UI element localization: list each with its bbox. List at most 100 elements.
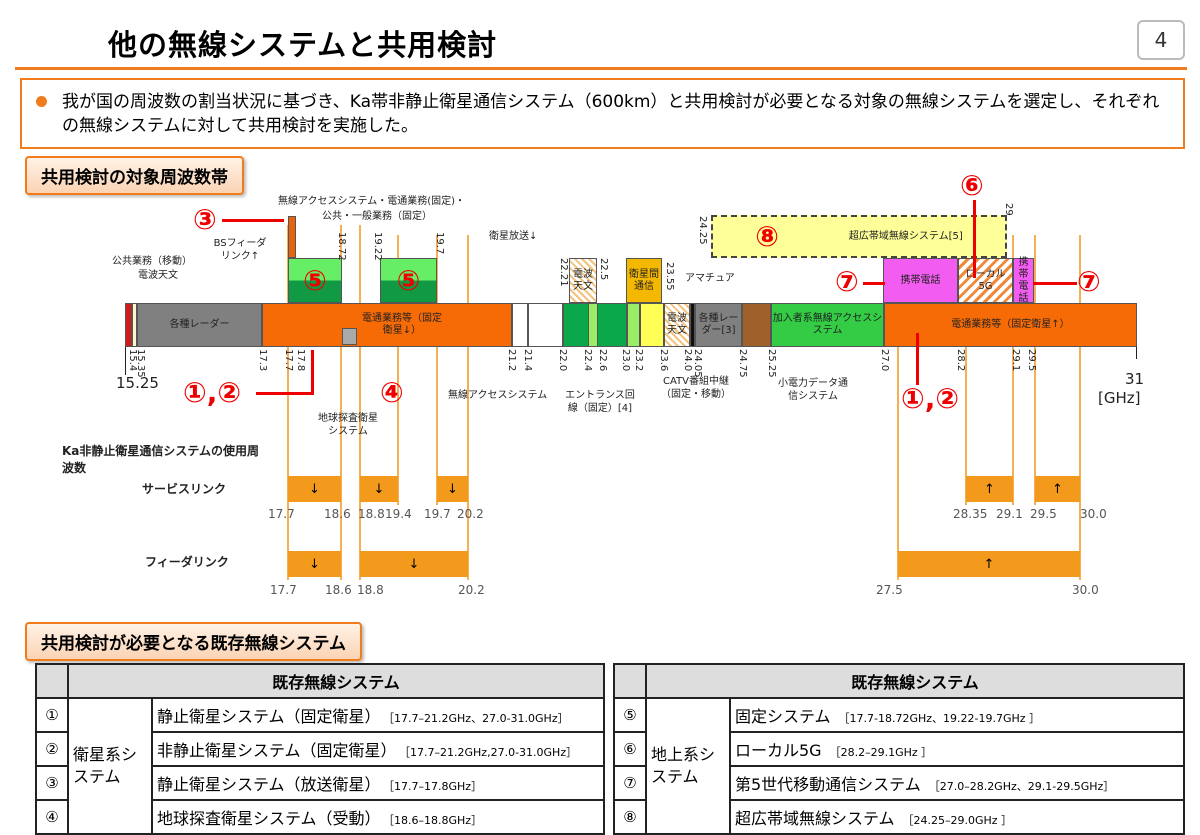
tick-label: 15.35 (135, 349, 146, 378)
marker-4: ④ (380, 376, 404, 409)
marker-3: ③ (193, 203, 217, 236)
tick-label: 23.6 (658, 349, 669, 372)
arrow-line (1033, 282, 1077, 285)
band-fixed-satellite-down: 電通業務等（固定衛星↓） (262, 303, 512, 347)
tick-label: 15.4 (127, 349, 138, 372)
marker-5: ⑤ (396, 263, 421, 297)
arrow-line (256, 392, 313, 395)
guide-line (467, 235, 469, 580)
system-cell: 固定システム［17.7-18.72GHz、19.22-19.7GHz ］ (729, 697, 1185, 733)
system-cell: 静止衛星システム（固定衛星） ［17.7–21.2GHz、27.0-31.0GHz… (151, 697, 605, 733)
marker-8: ⑧ (755, 219, 779, 253)
bullet-icon (36, 96, 47, 107)
tick-label: 24.25 (697, 216, 708, 245)
freq-label: 20.2 (458, 583, 485, 597)
summary-box: 我が国の周波数の割当状況に基づき、Ka帯非静止衛星通信システム（600km）と共… (20, 78, 1185, 149)
system-cell: 地球探査衛星システム（受動）［18.6–18.8GHz］ (151, 799, 605, 835)
band-wireless-access (512, 303, 528, 347)
band-public-mobile (125, 303, 132, 347)
marker-1-2: ①,② (901, 382, 960, 415)
freq-label: 18.8 (357, 583, 384, 597)
tick-label: 27.0 (879, 349, 890, 372)
marker-6: ⑥ (960, 169, 984, 202)
service-link-band: ↑ (966, 476, 1013, 502)
feeder-link-band: ↑ (898, 551, 1080, 577)
guide-line (1012, 235, 1014, 505)
feeder-link-band: ↓ (288, 551, 341, 577)
band-radar: 各種レーダー (137, 303, 262, 347)
group-label: 衛星系システム (67, 697, 153, 835)
guide-line (897, 235, 899, 580)
freq-label: 19.4 (385, 507, 412, 521)
freq-label: 29.5 (1030, 507, 1057, 521)
band-label: 電通業務等（固定衛星↓） (362, 313, 442, 336)
freq-label: 18.6 (324, 507, 351, 521)
band-fixed-1: ⑤ (288, 258, 342, 303)
system-name: 超広帯域無線システム (735, 809, 895, 828)
tick-label: 22.4 (582, 349, 593, 372)
ka-system-title: Ka非静止衛星通信システムの使用周波数 (62, 444, 260, 475)
tick-label: 29.1 (1010, 349, 1021, 372)
system-name: 静止衛星システム（固定衛星） (157, 707, 381, 726)
tick-label: 28.2 (955, 349, 966, 372)
system-range: ［17.7-18.72GHz、19.22-19.7GHz ］ (838, 712, 1041, 725)
table-row: ② 非静止衛星システム（固定衛星）［17.7–21.2GHz,27.0-31.0G… (35, 731, 605, 767)
service-link-band: ↓ (288, 476, 341, 502)
group-label: 地上系システム (645, 697, 731, 835)
guide-line (397, 235, 399, 505)
system-cell: ローカル5G［28.2–29.1GHz ］ (729, 731, 1185, 767)
band-entrance-light (588, 303, 598, 347)
band-inter-satellite: 衛星間通信 (626, 258, 662, 303)
tick-label: 24.05 (692, 349, 703, 378)
system-name: 静止衛星システム（放送衛星） (157, 775, 381, 794)
summary-text: 我が国の周波数の割当状況に基づき、Ka帯非静止衛星通信システム（600km）と共… (62, 92, 1160, 136)
band-fixed-2: ⑤ (380, 258, 437, 303)
system-range: ［27.0–28.2GHz、29.1-29.5GHz］ (928, 780, 1115, 793)
label-low-power-data: 小電力データ通信システム (778, 378, 848, 402)
row-number: ⑥ (613, 731, 647, 767)
system-cell: 非静止衛星システム（固定衛星）［17.7–21.2GHz,27.0-31.0GH… (151, 731, 605, 767)
tick-label: 17.7 (283, 349, 294, 372)
corner-cell (35, 663, 69, 699)
guide-line (965, 235, 967, 505)
freq-label: 28.35 (953, 507, 988, 521)
axis-start-tick (125, 347, 126, 375)
band-entrance-light-2 (627, 303, 640, 347)
section-heading-bands: 共用検討の対象周波数帯 (25, 156, 244, 195)
tick-label: 17.3 (257, 349, 268, 372)
row-number: ② (35, 731, 69, 767)
service-link-band: ↑ (1035, 476, 1080, 502)
arrow-line (973, 200, 976, 278)
label-satellite-broadcast: 衛星放送↓ (489, 231, 538, 242)
marker-7: ⑦ (835, 265, 859, 298)
tick-label: 29 (1003, 203, 1014, 216)
tick-label: 22.6 (597, 349, 608, 372)
system-range: ［17.7–21.2GHz、27.0-31.0GHz］ (388, 712, 569, 725)
system-cell: 静止衛星システム（放送衛星）［17.7–17.8GHz］ (151, 765, 605, 801)
freq-label: 30.0 (1080, 507, 1107, 521)
freq-label: 27.5 (876, 583, 903, 597)
tick-label: 18.72 (336, 232, 347, 261)
tick-label: 24.0 (682, 349, 693, 372)
tick-label: 22.5 (598, 258, 609, 281)
band-bs-feeder (288, 216, 296, 258)
system-cell: 第5世代移動通信システム［27.0–28.2GHz、29.1-29.5GHz］ (729, 765, 1185, 801)
label-amateur: アマチュア (685, 273, 735, 284)
guide-line (359, 225, 361, 580)
row-number: ① (35, 697, 69, 733)
system-name: 非静止衛星システム（固定衛星） (157, 741, 397, 760)
tick-label: 21.4 (522, 349, 533, 372)
freq-label: 29.1 (996, 507, 1023, 521)
feeder-link-band: ↓ (360, 551, 468, 577)
label-entrance: エントランス回線（固定）[4] (565, 390, 635, 414)
arrow-line (863, 282, 885, 285)
page-title: 他の無線システムと共用検討 (108, 28, 498, 62)
tick-label: 23.0 (620, 349, 631, 372)
row-number: ③ (35, 765, 69, 801)
tick-label: 23.55 (664, 262, 675, 291)
label-public-mobile: 公共業務（移動） (112, 256, 192, 267)
